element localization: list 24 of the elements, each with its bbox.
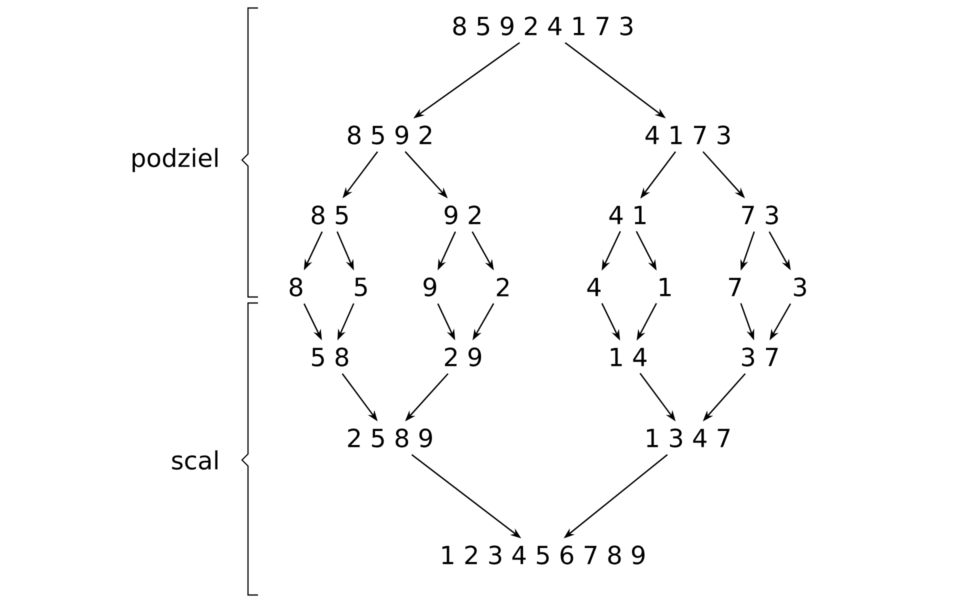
number-sequence: 3 7: [742, 348, 778, 366]
number-sequence: 4 1 7 3: [646, 126, 730, 144]
number-sequence: 8 5: [312, 206, 348, 224]
number-sequence: 3: [794, 278, 806, 296]
number-sequence: 8 5 9 2 4 1 7 3: [453, 16, 632, 36]
number-sequence: 1 2 3 4 5 6 7 8 9: [442, 546, 645, 564]
number-sequence: 9 2: [444, 206, 480, 224]
number-sequence: 8 5 9 2: [348, 126, 432, 144]
number-sequence: 4: [587, 278, 601, 296]
number-sequence: 5: [354, 278, 367, 296]
number-sequence: 9: [424, 278, 436, 296]
bracket-label: podziel: [132, 148, 218, 172]
number-sequence: 8: [290, 278, 302, 296]
number-sequence: 7 3: [742, 206, 778, 224]
number-sequence: 5 8: [312, 348, 348, 366]
bracket-label: scal: [172, 450, 218, 470]
number-sequence: 2: [496, 278, 508, 296]
number-sequence: 4 1: [609, 206, 646, 224]
number-sequence: 7: [729, 278, 741, 296]
number-sequence: 1: [660, 278, 671, 296]
number-sequence: 1 4: [610, 348, 646, 366]
number-sequence: 2 9: [444, 348, 482, 366]
number-sequence: 1 3 4 7: [647, 428, 730, 448]
number-sequence: 2 5 8 9: [348, 428, 432, 448]
